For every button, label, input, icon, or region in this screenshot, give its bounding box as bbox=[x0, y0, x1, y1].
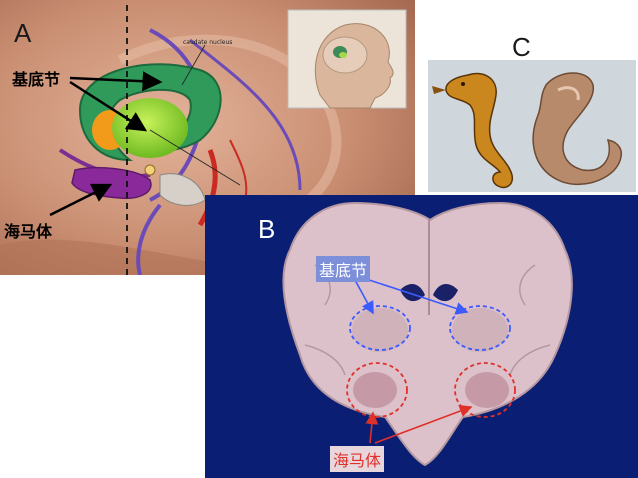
hippocampus-right-outline bbox=[454, 362, 516, 418]
panel-b-basal-ganglia-label: 基底节 bbox=[316, 256, 371, 282]
hippocampus-specimen bbox=[532, 72, 622, 186]
panel-c-photo bbox=[428, 60, 636, 192]
basal-ganglia-left-outline bbox=[349, 305, 411, 351]
basal-ganglia-right-outline bbox=[449, 305, 511, 351]
putamen bbox=[112, 98, 188, 158]
panel-a-letter: A bbox=[14, 18, 32, 48]
panel-a-illustration: caudate nucleus bbox=[0, 0, 415, 275]
panel-b-letter: B bbox=[258, 214, 276, 244]
seahorse bbox=[432, 72, 514, 189]
panel-c-letter: C bbox=[512, 32, 531, 62]
panel-a-hippocampus-label: 海马体 bbox=[4, 222, 53, 241]
panel-b-hippocampus-label: 海马体 bbox=[330, 446, 385, 472]
panel-a-basal-ganglia-label: 基底节 bbox=[12, 70, 61, 89]
caudate-nucleus-label: caudate nucleus bbox=[183, 39, 232, 46]
